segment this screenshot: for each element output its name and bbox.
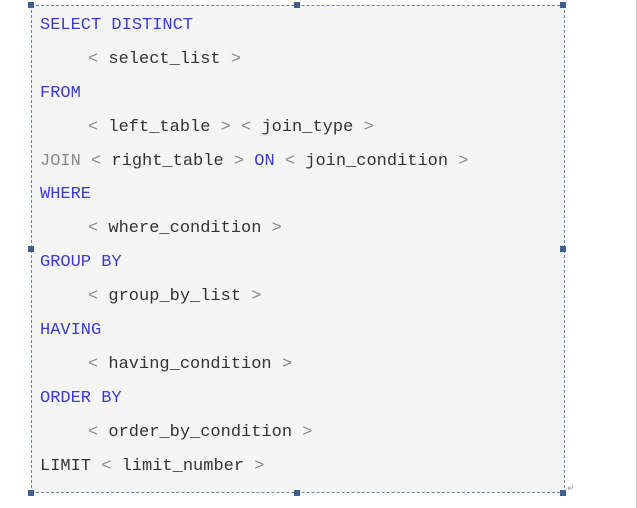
code-line-group-by: GROUP BY bbox=[40, 246, 469, 280]
code-line-limit: LIMIT < limit_number > bbox=[40, 450, 469, 484]
close-bracket: > bbox=[281, 354, 293, 374]
code-line-order-by-condition: < order_by_condition > bbox=[40, 416, 469, 450]
open-bracket: < bbox=[88, 219, 99, 239]
keyword-join: JOIN bbox=[40, 151, 81, 171]
placeholder-join-type: join_type bbox=[261, 117, 354, 137]
code-line-where: WHERE bbox=[40, 178, 469, 212]
placeholder-join-condition: join_condition bbox=[305, 151, 449, 171]
placeholder-select-list: select_list bbox=[108, 49, 221, 69]
resize-handle-bottom-right[interactable] bbox=[560, 490, 566, 496]
resize-handle-bottom-left[interactable] bbox=[28, 490, 34, 496]
code-lines: SELECT DISTINCT < select_list > FROM < l… bbox=[40, 9, 469, 483]
keyword-group-by: GROUP BY bbox=[40, 253, 122, 273]
code-line-group-by-list: < group_by_list > bbox=[40, 280, 469, 314]
close-bracket: > bbox=[363, 117, 374, 137]
code-line-left-table: < left_table > < join_type > bbox=[40, 111, 469, 145]
open-bracket: < bbox=[91, 151, 102, 171]
open-bracket: < bbox=[88, 354, 99, 374]
code-line-select-list: < select_list > bbox=[40, 43, 469, 77]
keyword-from: FROM bbox=[40, 83, 81, 103]
close-bracket: > bbox=[220, 117, 231, 137]
keyword-having: HAVING bbox=[40, 321, 102, 341]
placeholder-limit-number: limit_number bbox=[121, 456, 245, 476]
code-line-order-by: ORDER BY bbox=[40, 382, 469, 416]
resize-handle-middle-left[interactable] bbox=[28, 246, 34, 252]
placeholder-order-by-condition: order_by_condition bbox=[108, 422, 293, 442]
placeholder-where-condition: where_condition bbox=[108, 219, 262, 239]
close-bracket: > bbox=[302, 422, 313, 442]
keyword-where: WHERE bbox=[40, 185, 92, 205]
code-line-select: SELECT DISTINCT bbox=[40, 9, 469, 43]
open-bracket: < bbox=[88, 287, 99, 307]
resize-handle-bottom-middle[interactable] bbox=[294, 490, 300, 496]
keyword-on: ON bbox=[254, 151, 275, 171]
open-bracket: < bbox=[88, 422, 99, 442]
open-bracket: < bbox=[284, 151, 296, 171]
open-bracket: < bbox=[88, 117, 99, 137]
paragraph-mark-icon: ↵ bbox=[567, 484, 575, 494]
close-bracket: > bbox=[251, 287, 262, 307]
resize-handle-top-left[interactable] bbox=[28, 2, 34, 8]
keyword-limit: LIMIT bbox=[40, 456, 92, 476]
placeholder-having-condition: having_condition bbox=[108, 354, 272, 374]
close-bracket: > bbox=[233, 151, 245, 171]
code-line-having-condition: < having_condition > bbox=[40, 348, 469, 382]
open-bracket: < bbox=[241, 117, 252, 137]
code-line-join: JOIN < right_table > ON < join_condition… bbox=[40, 145, 469, 179]
placeholder-left-table: left_table bbox=[108, 117, 211, 137]
open-bracket: < bbox=[101, 456, 112, 476]
close-bracket: > bbox=[254, 456, 265, 476]
resize-handle-top-middle[interactable] bbox=[294, 2, 300, 8]
code-block[interactable]: SELECT DISTINCT < select_list > FROM < l… bbox=[31, 5, 565, 493]
open-bracket: < bbox=[88, 49, 99, 69]
keyword-select-distinct: SELECT DISTINCT bbox=[40, 16, 194, 35]
resize-handle-middle-right[interactable] bbox=[560, 246, 566, 252]
code-line-from: FROM bbox=[40, 77, 469, 111]
placeholder-group-by-list: group_by_list bbox=[108, 287, 242, 307]
close-bracket: > bbox=[271, 219, 282, 239]
code-line-having: HAVING bbox=[40, 314, 469, 348]
keyword-order-by: ORDER BY bbox=[40, 388, 122, 408]
close-bracket: > bbox=[458, 151, 469, 171]
resize-handle-top-right[interactable] bbox=[560, 2, 566, 8]
close-bracket: > bbox=[230, 49, 242, 69]
placeholder-right-table: right_table bbox=[111, 151, 224, 171]
code-line-where-condition: < where_condition > bbox=[40, 212, 469, 246]
